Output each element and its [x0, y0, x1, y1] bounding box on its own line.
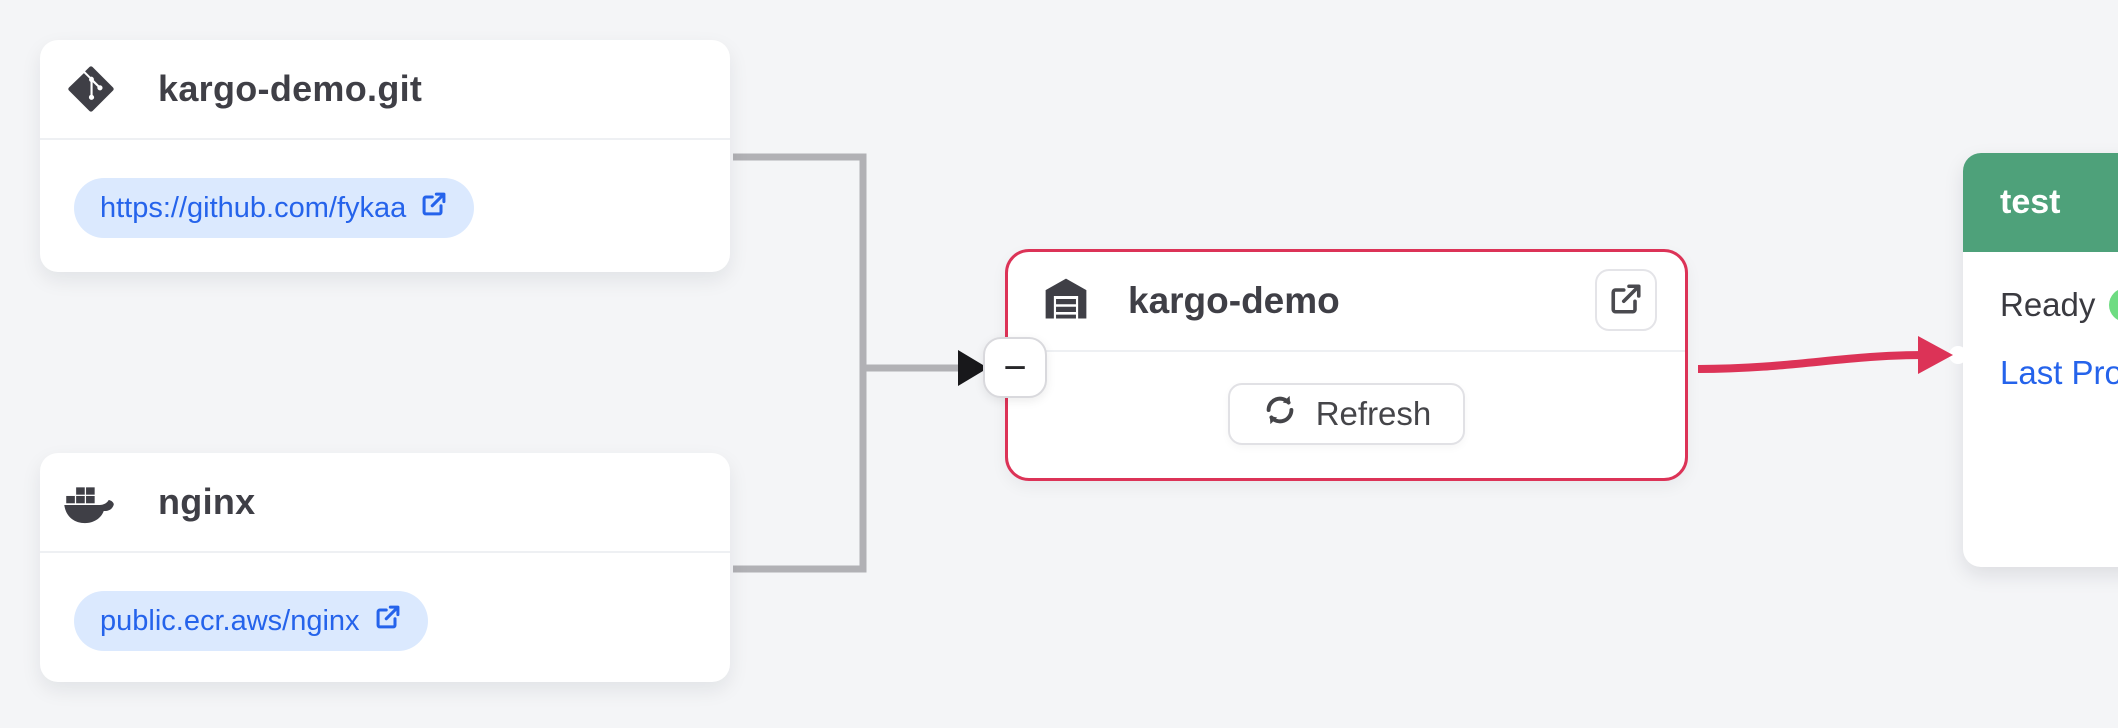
- git-icon: [62, 66, 120, 112]
- warehouse-node-title: kargo-demo: [1128, 280, 1340, 321]
- repo-node-git-header: kargo-demo.git: [40, 40, 730, 140]
- stage-health-row: Ready: [2000, 286, 2118, 324]
- promotion-edge-line: [1697, 351, 1925, 373]
- external-link-icon: [1608, 281, 1644, 320]
- last-promotion-link[interactable]: Last Promotion: [2000, 354, 2118, 391]
- warehouse-icon: [1040, 273, 1092, 330]
- refresh-icon: [1262, 392, 1298, 436]
- repo-link-label: https://github.com/fykaa: [100, 191, 407, 224]
- external-link-icon: [420, 190, 448, 226]
- repo-node-title: nginx: [158, 481, 256, 522]
- stage-connection-handle: [1949, 346, 1967, 364]
- external-link-icon: [374, 603, 402, 639]
- minus-icon: −: [1003, 345, 1027, 390]
- repo-node-git-body: https://github.com/fykaa: [40, 140, 730, 238]
- stage-header: test: [1963, 153, 2118, 252]
- docker-icon: [62, 480, 120, 524]
- repo-link-label: public.ecr.aws/nginx: [100, 604, 360, 637]
- open-warehouse-button[interactable]: [1595, 269, 1657, 331]
- repo-node-title: kargo-demo.git: [158, 68, 423, 109]
- repo-node-nginx-body: public.ecr.aws/nginx: [40, 553, 730, 651]
- stage-node-test[interactable]: test Ready Last Promotion: [1963, 153, 2118, 567]
- repo-node-nginx[interactable]: nginx public.ecr.aws/nginx: [40, 453, 730, 682]
- stage-health-label: Ready: [2000, 286, 2096, 323]
- promotion-arrowhead-icon: [1918, 336, 1953, 374]
- repo-link-ecr[interactable]: public.ecr.aws/nginx: [74, 591, 428, 651]
- collapse-subscriptions-button[interactable]: −: [983, 337, 1047, 398]
- warehouse-node-header: kargo-demo: [1008, 252, 1685, 352]
- repo-node-git[interactable]: kargo-demo.git https://github.com/fykaa: [40, 40, 730, 272]
- refresh-button-label: Refresh: [1315, 394, 1432, 432]
- repo-link-github[interactable]: https://github.com/fykaa: [74, 178, 475, 238]
- warehouse-node[interactable]: kargo-demo: [1005, 249, 1688, 481]
- warehouse-node-body: Refresh: [1008, 352, 1685, 475]
- healthy-status-dot: [2109, 288, 2118, 322]
- stage-body: Ready Last Promotion: [1963, 252, 2118, 392]
- repo-node-nginx-header: nginx: [40, 453, 730, 553]
- refresh-button[interactable]: Refresh: [1227, 382, 1466, 445]
- stage-name: test: [2000, 183, 2061, 221]
- freight-edge-bracket: [733, 153, 867, 573]
